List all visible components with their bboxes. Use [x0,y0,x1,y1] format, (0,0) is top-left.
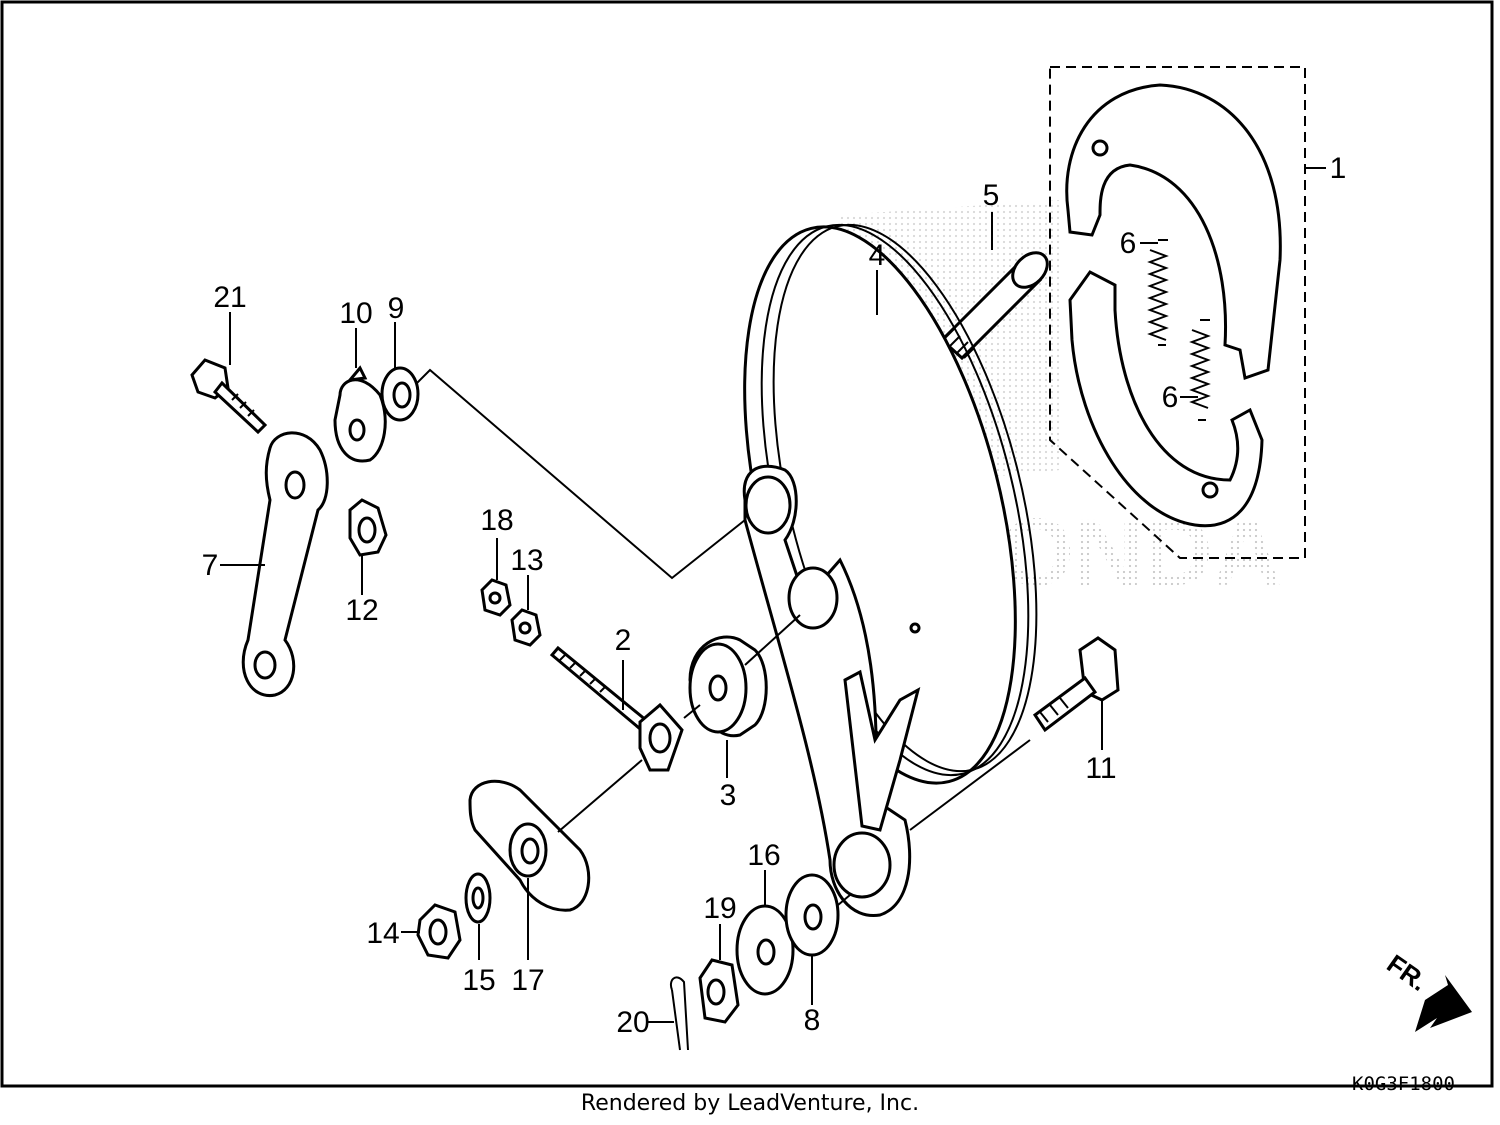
leader-lines [220,212,1198,1023]
adjuster-bolt[interactable] [549,645,684,772]
label-11: 11 [1085,752,1116,785]
label-7: 7 [202,549,219,582]
castle-nut[interactable] [698,958,740,1024]
dust-seal[interactable] [380,366,420,422]
label-21: 21 [213,281,246,314]
svg-text:FR.: FR. [1382,948,1434,997]
label-20: 20 [616,1006,649,1039]
adjuster-plate[interactable] [468,779,591,912]
frame-border [0,0,1494,1088]
plate-nut[interactable] [416,903,462,960]
label-16: 16 [747,839,780,872]
shoe-spring-lower[interactable] [1189,319,1211,421]
label-4: 4 [869,239,886,272]
collar[interactable] [688,635,768,738]
arm-nut[interactable] [348,498,388,557]
brake-arm[interactable] [241,431,329,697]
plate-washer[interactable] [464,872,492,924]
washer-8[interactable] [784,873,840,957]
brake-shoe-upper[interactable] [1065,83,1282,380]
label-6-upper: 6 [1120,227,1137,260]
label-13: 13 [510,544,543,577]
front-arrow-icon [1415,975,1472,1032]
pivot-bolt[interactable] [1032,636,1120,733]
shoe-set-box [1049,66,1306,559]
lock-nut-18[interactable] [480,578,512,617]
label-6-lower: 6 [1162,381,1179,414]
drawing-code: K0G3F1800 [1352,1073,1455,1095]
footer-credit: Rendered by LeadVenture, Inc. [580,1091,920,1116]
label-17: 17 [511,964,544,997]
front-direction-marker: FR. [1382,948,1472,1032]
brake-shoe-lower[interactable] [1068,270,1264,528]
label-2: 2 [615,624,632,657]
label-3: 3 [720,779,737,812]
brake-panel[interactable] [695,198,1086,917]
label-18: 18 [480,504,513,537]
lock-nut-13[interactable] [510,608,542,647]
label-10: 10 [339,297,372,330]
washer-16[interactable] [735,904,795,996]
label-12: 12 [345,594,378,627]
label-15: 15 [462,964,495,997]
label-8: 8 [804,1004,821,1037]
cotter-pin[interactable] [670,976,689,1051]
label-14: 14 [366,917,399,950]
label-1: 1 [1330,152,1347,185]
label-9: 9 [388,292,405,325]
shoe-spring-upper[interactable] [1147,239,1169,346]
label-5: 5 [983,179,1000,212]
callout-labels: 1 2 3 4 5 6 6 7 8 9 10 11 12 13 14 15 16… [202,152,1347,1039]
wear-indicator[interactable] [333,365,387,463]
arm-bolt[interactable] [190,358,268,435]
label-19: 19 [703,892,736,925]
